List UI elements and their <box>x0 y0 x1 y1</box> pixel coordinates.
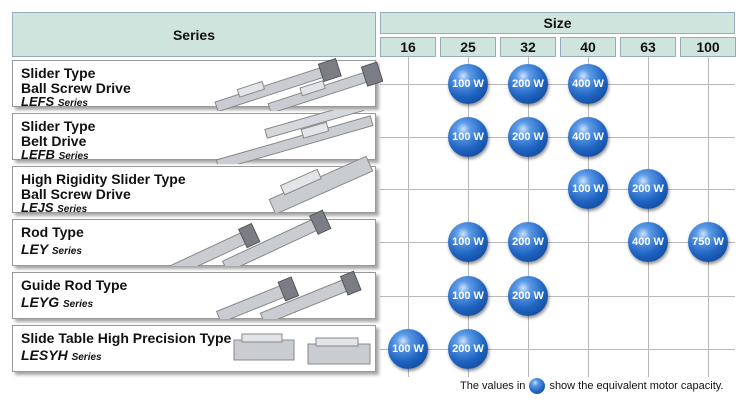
actuator-image <box>268 155 374 213</box>
grid-line-40 <box>588 57 589 377</box>
capacity-ball: 200 W <box>448 329 488 369</box>
series-code: LEJS Series <box>21 200 88 215</box>
series-row-lejs: High Rigidity Slider Type Ball Screw Dri… <box>12 155 376 215</box>
capacity-ball: 400 W <box>568 64 608 104</box>
series-code: LEYG Series <box>21 294 94 310</box>
grid-line-16 <box>408 57 409 377</box>
capacity-ball: 750 W <box>688 222 728 262</box>
actuator-image <box>214 58 383 111</box>
series-drive-label: Ball Screw Drive <box>21 186 131 202</box>
series-code: LEFB Series <box>21 147 89 162</box>
series-row-lefs: Slider Type Ball Screw Drive LEFS Series <box>12 58 383 111</box>
capacity-ball: 100 W <box>448 222 488 262</box>
grid-row-line <box>380 84 735 85</box>
capacity-ball: 400 W <box>628 222 668 262</box>
series-row-leyg: Guide Rod Type LEYG Series <box>12 270 376 319</box>
series-code: LESYH Series <box>21 347 102 363</box>
capacity-ball: 100 W <box>568 169 608 209</box>
capacity-ball: 200 W <box>508 276 548 316</box>
size-col-32: 32 <box>500 37 556 57</box>
actuator-image <box>215 110 374 164</box>
series-type-label: Rod Type <box>21 224 84 240</box>
grid-line-63 <box>648 57 649 377</box>
grid-row-line <box>380 137 735 138</box>
series-type-label: High Rigidity Slider Type <box>21 171 186 187</box>
grid-line-32 <box>528 57 529 377</box>
series-row-ley: Rod Type LEY Series <box>12 209 376 266</box>
capacity-ball: 100 W <box>448 64 488 104</box>
series-header: Series <box>12 12 376 57</box>
grid-line-25 <box>468 57 469 377</box>
actuator-image <box>168 209 332 266</box>
capacity-ball: 100 W <box>448 276 488 316</box>
ball-legend-icon <box>529 378 546 394</box>
footnote-before: The values in <box>460 380 526 392</box>
actuator-image <box>215 270 362 319</box>
grid-row-line <box>380 189 735 190</box>
series-type-label: Guide Rod Type <box>21 277 128 293</box>
footnote: The values in show the equivalent motor … <box>460 378 724 394</box>
series-type-label: Slider Type <box>21 118 96 134</box>
size-header: Size <box>380 12 735 34</box>
grid-row-line <box>380 296 735 297</box>
size-col-100: 100 <box>680 37 736 57</box>
grid-line-100 <box>708 57 709 377</box>
capacity-ball: 100 W <box>448 117 488 157</box>
series-code: LEFS Series <box>21 94 88 109</box>
footnote-after: show the equivalent motor capacity. <box>549 380 724 392</box>
series-type-label: Slide Table High Precision Type <box>21 330 232 346</box>
capacity-ball: 200 W <box>628 169 668 209</box>
capacity-ball: 200 W <box>508 222 548 262</box>
size-col-25: 25 <box>440 37 496 57</box>
capacity-ball: 400 W <box>568 117 608 157</box>
series-row-lefb: Slider Type Belt Drive LEFB Series <box>12 110 376 164</box>
actuator-image <box>233 333 371 365</box>
series-code: LEY Series <box>21 241 82 257</box>
grid-row-line <box>380 242 735 243</box>
size-col-63: 63 <box>620 37 676 57</box>
capacity-ball: 200 W <box>508 64 548 104</box>
capacity-ball: 200 W <box>508 117 548 157</box>
series-type-label: Slider Type <box>21 65 96 81</box>
series-row-lesyh: Slide Table High Precision Type LESYH Se… <box>12 325 376 372</box>
size-col-16: 16 <box>380 37 436 57</box>
series-drive-label: Ball Screw Drive <box>21 80 131 96</box>
capacity-ball: 100 W <box>388 329 428 369</box>
series-drive-label: Belt Drive <box>21 133 87 149</box>
grid-row-line <box>380 349 735 350</box>
size-col-40: 40 <box>560 37 616 57</box>
